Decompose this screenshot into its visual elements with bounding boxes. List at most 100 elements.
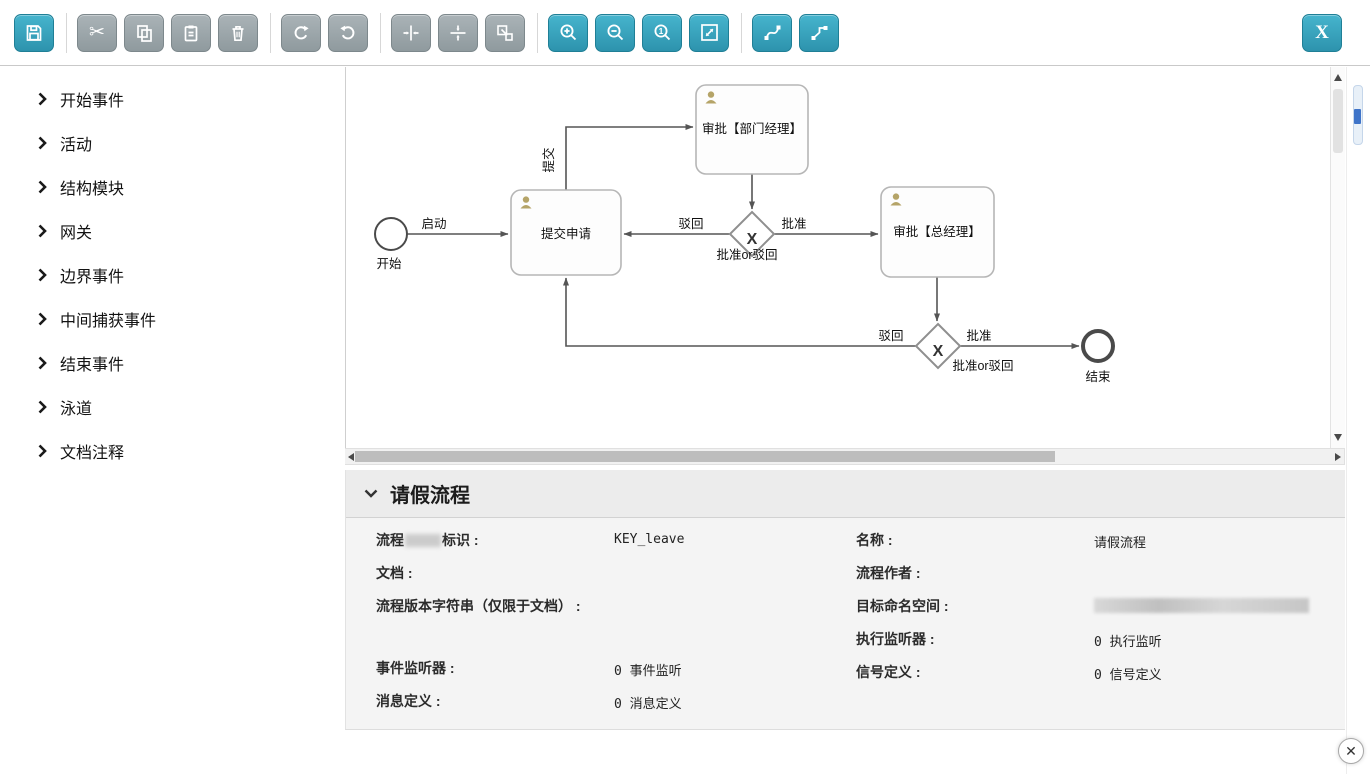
redo-button[interactable] [281, 13, 321, 52]
property-value[interactable]: 0 执行监听 [1094, 635, 1162, 650]
zoom-fit-button[interactable] [689, 13, 729, 52]
properties-header[interactable]: 请假流程 [346, 470, 1345, 518]
user-icon [890, 193, 902, 206]
sidebar-item-label: 结束事件 [60, 357, 125, 374]
property-value[interactable]: 0 消息定义 [614, 697, 682, 712]
property-row-author: 流程作者 : [856, 563, 1326, 596]
paste-button[interactable] [171, 13, 211, 52]
task-dept-manager-node[interactable]: 审批【部门经理】 [695, 84, 809, 175]
floppy-icon [24, 23, 44, 43]
exclusive-gateway-2-node[interactable]: X 批准or驳回 [914, 322, 1014, 373]
property-label: 消息定义 : [376, 693, 441, 709]
cut-button[interactable]: ✂ [77, 13, 117, 52]
sequence-flows [407, 124, 1080, 349]
property-value[interactable]: 请假流程 [1094, 536, 1147, 551]
chevron-down-icon [364, 489, 378, 498]
redacted-text [405, 534, 441, 547]
scroll-up-icon[interactable] [1334, 74, 1342, 81]
page-scrollbar[interactable] [1346, 67, 1370, 774]
chevron-right-icon [38, 444, 47, 458]
align-vertical-button[interactable] [438, 13, 478, 52]
copy-icon [134, 23, 154, 43]
sidebar-item-label: 开始事件 [60, 93, 125, 110]
property-row-signal-definitions: 信号定义 : 0 信号定义 [856, 662, 1326, 695]
chevron-right-icon [38, 180, 47, 194]
flow-gateway2-reject-to-submit[interactable] [563, 277, 916, 347]
vertical-scroll-thumb[interactable] [1333, 89, 1343, 153]
bezier-connection-button[interactable] [752, 13, 792, 52]
delete-button[interactable] [218, 13, 258, 52]
properties-column-left: 流程标识 : KEY_leave 文档 : 流程版本字符串（仅限于文档） : 事… [376, 530, 836, 724]
zoom-out-icon [605, 22, 626, 43]
sidebar-item-annotations[interactable]: 文档注释 [0, 429, 345, 473]
page-scroll-marker [1354, 109, 1361, 124]
copy-button[interactable] [124, 13, 164, 52]
property-label: 执行监听器 : [856, 631, 935, 647]
property-row-name: 名称 : 请假流程 [856, 530, 1326, 563]
sidebar-item-structural[interactable]: 结构模块 [0, 165, 345, 209]
toolbar-separator [380, 12, 381, 53]
start-event-node[interactable]: 开始 [374, 217, 408, 271]
scroll-right-icon[interactable] [1335, 453, 1341, 461]
chevron-right-icon [38, 356, 47, 370]
chevron-right-icon [38, 268, 47, 282]
property-label: 文档 : [376, 565, 413, 581]
canvas-horizontal-scrollbar[interactable] [345, 448, 1345, 465]
chevron-right-icon [38, 92, 47, 106]
user-icon [705, 91, 717, 104]
sidebar-item-gateways[interactable]: 网关 [0, 209, 345, 253]
task-submit-node[interactable]: 提交申请 [510, 189, 622, 276]
same-size-icon [495, 23, 515, 43]
property-value[interactable]: 0 信号定义 [1094, 668, 1162, 683]
property-row-version-string: 流程版本字符串（仅限于文档） : [376, 596, 836, 658]
sidebar-item-end-events[interactable]: 结束事件 [0, 341, 345, 385]
zoom-actual-button[interactable]: 1 [642, 13, 682, 52]
align-horizontal-button[interactable] [391, 13, 431, 52]
redacted-value [1094, 598, 1309, 613]
task-label: 审批【部门经理】 [702, 121, 802, 136]
save-button[interactable] [14, 13, 54, 52]
property-label: 流程版本字符串（仅限于文档） : [376, 598, 581, 614]
scroll-left-icon[interactable] [348, 453, 354, 461]
undo-icon [338, 23, 358, 43]
toolbar-separator [537, 12, 538, 53]
flow-label-approve-1: 批准 [781, 216, 806, 231]
toolbar-separator [741, 12, 742, 53]
undo-button[interactable] [328, 13, 368, 52]
sidebar-item-start-events[interactable]: 开始事件 [0, 77, 345, 121]
zoom-in-button[interactable] [548, 13, 588, 52]
sidebar-item-label: 活动 [60, 137, 93, 154]
page-close-button[interactable]: ✕ [1338, 738, 1364, 764]
paste-icon [181, 23, 201, 43]
property-row-documentation: 文档 : [376, 563, 836, 596]
property-row-message-definitions: 消息定义 : 0 消息定义 [376, 691, 836, 724]
sidebar-item-swimlanes[interactable]: 泳道 [0, 385, 345, 429]
close-icon: ✕ [1345, 742, 1357, 759]
diagram-canvas[interactable]: 启动 提交 驳回 批准 驳回 批准 开始 提交申请 审批【部门经理】 [345, 67, 1345, 448]
sidebar-item-boundary-events[interactable]: 边界事件 [0, 253, 345, 297]
task-general-manager-node[interactable]: 审批【总经理】 [880, 186, 995, 278]
canvas-vertical-scrollbar[interactable] [1330, 67, 1345, 448]
chevron-right-icon [38, 136, 47, 150]
align-vertical-icon [448, 23, 468, 43]
sidebar-item-activities[interactable]: 活动 [0, 121, 345, 165]
same-size-button[interactable] [485, 13, 525, 52]
property-label: 流程标识 : [376, 532, 479, 548]
horizontal-scroll-thumb[interactable] [355, 451, 1055, 462]
scroll-down-icon[interactable] [1334, 434, 1342, 441]
property-value[interactable]: 0 事件监听 [614, 664, 682, 679]
align-horizontal-icon [401, 23, 421, 43]
exclusive-gateway-1-node[interactable]: X 批准or驳回 [716, 210, 778, 262]
end-event-node[interactable]: 结束 [1081, 329, 1115, 384]
close-editor-button[interactable]: X [1302, 13, 1342, 52]
straight-connection-button[interactable] [799, 13, 839, 52]
sidebar-item-intermediate-catching-events[interactable]: 中间捕获事件 [0, 297, 345, 341]
property-value[interactable]: KEY_leave [614, 532, 685, 547]
gateway-x-mark: X [933, 343, 944, 360]
flow-submit-to-dept-manager[interactable] [565, 124, 694, 190]
property-label: 信号定义 : [856, 664, 921, 680]
property-value[interactable] [1094, 596, 1309, 617]
zoom-out-button[interactable] [595, 13, 635, 52]
task-label: 提交申请 [541, 226, 591, 241]
gateway-label: 批准or驳回 [952, 358, 1013, 373]
